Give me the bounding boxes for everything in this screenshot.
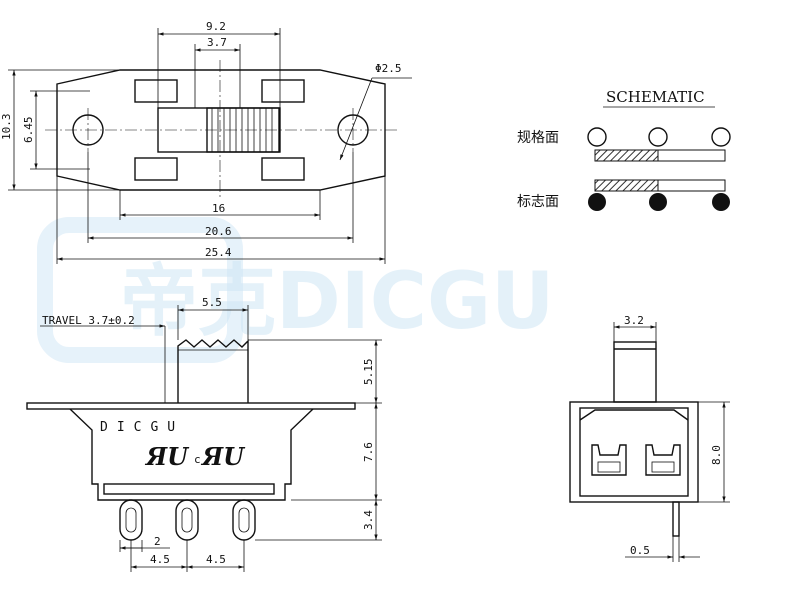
travel-label: TRAVEL 3.7±0.2 (42, 314, 135, 327)
dim-knob-width: 5.5 (202, 296, 222, 309)
end-body-inner (579, 407, 689, 497)
dim-length-25-4: 25.4 (205, 246, 232, 259)
slot-bottom-right (261, 157, 305, 181)
side-top-plate (26, 402, 356, 410)
contact-filled-1 (588, 193, 606, 211)
side-view: DICGU ЯU c ЯU TRAVEL 3.7±0.2 5.5 (26, 296, 382, 572)
pin-2 (175, 499, 199, 541)
watermark-logo-text: 帝克DICGU (120, 257, 554, 347)
pin-3 (232, 499, 256, 541)
end-body (569, 401, 699, 503)
dim-body-height: 7.6 (362, 442, 375, 462)
side-pins (119, 499, 256, 541)
contact-filled-3 (712, 193, 730, 211)
end-view: 3.2 8.0 0.5 (569, 314, 730, 562)
schematic-row2-label: 标志面 (517, 194, 559, 210)
slot-top-right (261, 79, 305, 103)
contact-open-1 (587, 127, 607, 147)
contact-filled-2 (649, 193, 667, 211)
dim-length-20-6: 20.6 (205, 225, 232, 238)
slide-knob (206, 107, 280, 153)
side-knob (177, 339, 249, 403)
knob-ridges (211, 108, 273, 152)
actuator-hatched-2 (594, 179, 659, 192)
slot-bottom-left (134, 157, 178, 181)
actuator-plain-2 (657, 179, 726, 192)
contact-open-2 (648, 127, 668, 147)
dim-pitch-2: 4.5 (206, 553, 226, 566)
dim-height-overall: 10.3 (0, 114, 13, 141)
schematic-title: SCHEMATIC (606, 88, 705, 106)
cert-c-mark: c (194, 453, 201, 466)
side-brand-text: DICGU (100, 420, 184, 435)
dim-knob-height: 5.15 (362, 359, 375, 386)
dim-pin-width: 2 (154, 535, 161, 548)
actuator-hatched-1 (594, 149, 659, 162)
schematic-row1-label: 规格面 (517, 130, 559, 146)
side-body (69, 408, 314, 501)
ul-mark-2-icon: ЯU (200, 442, 246, 471)
contact-open-3 (711, 127, 731, 147)
dim-pin-height: 3.4 (362, 510, 375, 530)
actuator-plain-1 (657, 149, 726, 162)
end-contact-right (645, 444, 681, 476)
watermark: 帝克DICGU (37, 217, 554, 363)
dim-pin-thickness: 0.5 (630, 544, 650, 557)
dim-height-inner: 6.45 (22, 117, 35, 144)
dim-length-16: 16 (212, 202, 225, 215)
end-pin (672, 501, 680, 537)
side-base-bar (103, 483, 275, 495)
dim-width-overall: 9.2 (206, 20, 226, 33)
end-knob (613, 341, 657, 403)
end-contact-left (591, 444, 627, 476)
dim-width-knob: 3.7 (207, 36, 227, 49)
ul-mark-1-icon: ЯU (144, 442, 190, 471)
schematic: SCHEMATIC 规格面 标志面 (517, 88, 731, 211)
top-view: 9.2 3.7 Φ2.5 10.3 6.45 16 20.6 25.4 (0, 20, 412, 264)
dim-end-height: 8.0 (710, 445, 723, 465)
ul-certification-marks: ЯU c ЯU (144, 442, 246, 471)
dim-pitch-1: 4.5 (150, 553, 170, 566)
slot-top-left (134, 79, 178, 103)
dim-end-knob-width: 3.2 (624, 314, 644, 327)
pin-1 (119, 499, 143, 541)
dim-hole-diameter: Φ2.5 (375, 62, 402, 75)
